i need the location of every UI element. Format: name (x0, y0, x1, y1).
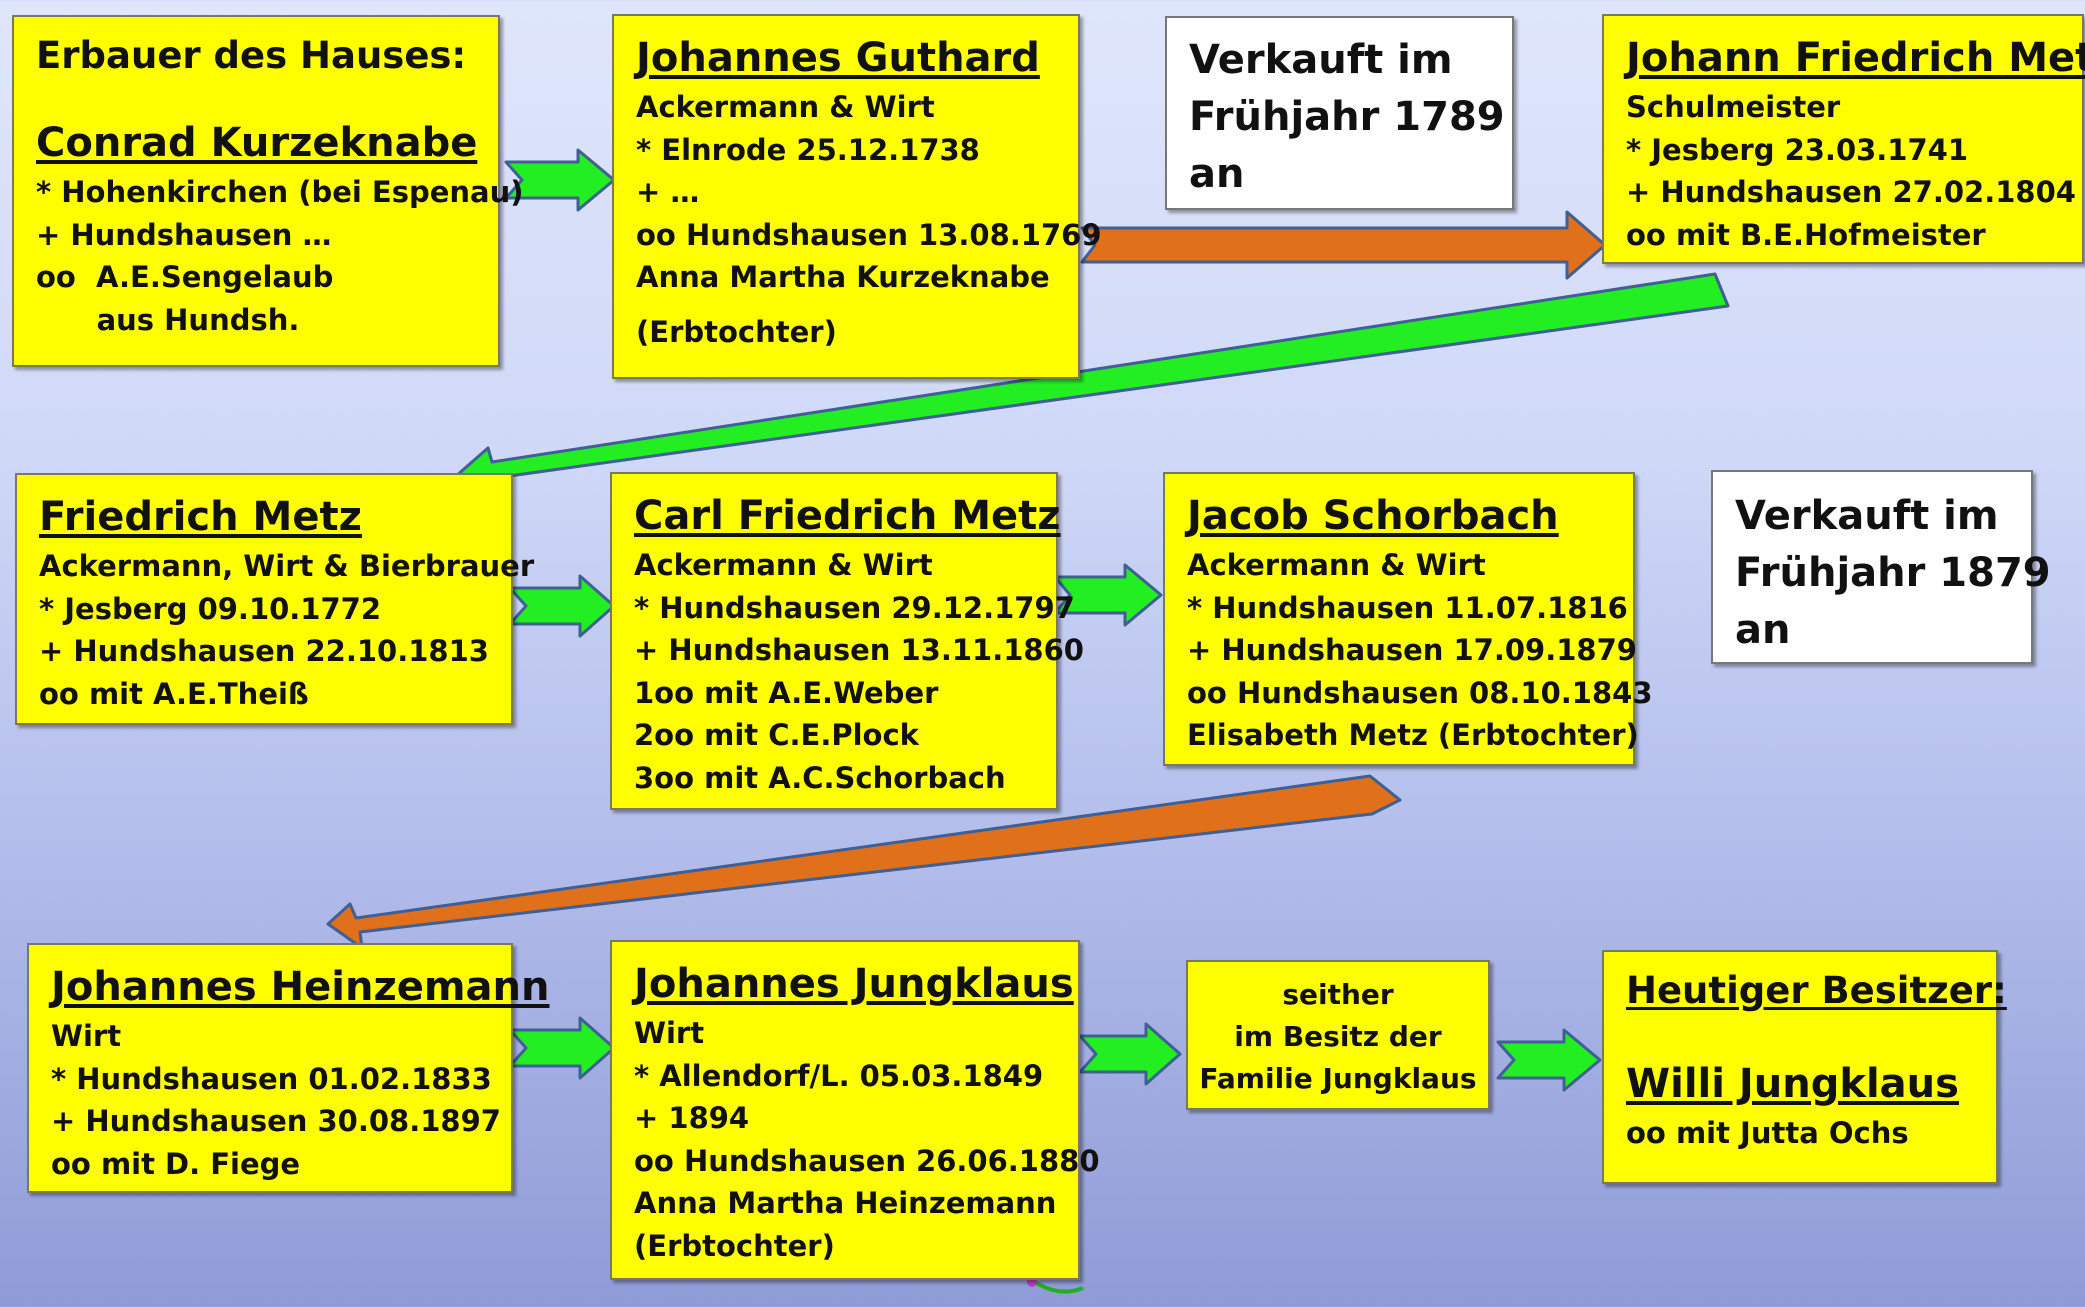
owner-detail-line: + Hundshausen 27.02.1804 (1626, 175, 2076, 209)
owner-box-johann-friedrich-metz: Johann Friedrich Metz Schulmeister * Jes… (1602, 14, 2085, 264)
owner-box-carl-friedrich-metz: Carl Friedrich Metz Ackermann & Wirt * H… (610, 472, 1084, 810)
owner-name: Jacob Schorbach (1187, 493, 1559, 539)
owner-detail-line: oo mit B.E.Hofmeister (1626, 217, 1986, 252)
owner-detail-line: oo Hundshausen 08.10.1843 (1187, 675, 1653, 710)
owner-name: Johannes Heinzemann (51, 964, 550, 1010)
owner-box-conrad-kurzeknabe: Erbauer des Hauses: Conrad Kurzeknabe * … (12, 15, 524, 367)
owner-detail-line: oo mit D. Fiege (51, 1146, 301, 1181)
owner-detail-line: 3oo mit A.C.Schorbach (634, 760, 1006, 795)
owner-detail-line: * Elnrode 25.12.1738 (636, 132, 980, 167)
arrow-inherit-family-current (1496, 1028, 1602, 1092)
owner-detail-line: * Hundshausen 11.07.1816 (1187, 590, 1628, 625)
owner-detail-line: Ackermann & Wirt (636, 90, 935, 124)
owner-detail-line: (Erbtochter) (636, 314, 837, 349)
owner-box-jacob-schorbach: Jacob Schorbach Ackermann & Wirt * Hunds… (1163, 472, 1653, 766)
family-note-line: im Besitz der (1234, 1020, 1442, 1053)
arrow-inherit-jungklaus-family (1078, 1022, 1182, 1086)
owner-name: Willi Jungklaus (1626, 1061, 1959, 1107)
owner-detail-line: + … (636, 175, 700, 209)
owner-box-friedrich-metz: Friedrich Metz Ackermann, Wirt & Bierbra… (15, 473, 535, 725)
owner-detail-line: Elisabeth Metz (Erbtochter) (1187, 718, 1639, 752)
owner-detail-line: 1oo mit A.E.Weber (634, 675, 939, 710)
owner-detail-line: Wirt (51, 1019, 122, 1053)
owner-name: Conrad Kurzeknabe (36, 120, 478, 166)
owner-detail-line: Ackermann & Wirt (634, 548, 933, 582)
owner-detail-line: (Erbtochter) (634, 1228, 835, 1263)
sale-note-1789: Verkauft im Frühjahr 1789 an (1165, 16, 1514, 210)
sale-note-line: Verkauft im (1189, 37, 1453, 83)
owner-detail-line: oo Hundshausen 26.06.1880 (634, 1143, 1100, 1178)
owner-box-johannes-heinzemann: Johannes Heinzemann Wirt * Hundshausen 0… (27, 943, 550, 1193)
owner-detail-line: Anna Martha Kurzeknabe (636, 260, 1050, 294)
sale-note-line: Verkauft im (1735, 493, 1999, 539)
owner-detail-line: aus Hundsh. (36, 302, 300, 337)
owner-detail-line: + 1894 (634, 1101, 750, 1135)
owner-detail-line: + Hundshausen 17.09.1879 (1187, 633, 1637, 667)
owner-detail-line: + Hundshausen … (36, 217, 332, 252)
owner-detail-line: oo mit Jutta Ochs (1626, 1116, 1909, 1150)
owner-detail-line: * Allendorf/L. 05.03.1849 (634, 1058, 1044, 1093)
family-note-line: Familie Jungklaus (1199, 1062, 1477, 1095)
owner-box-johannes-guthard: Johannes Guthard Ackermann & Wirt * Elnr… (612, 14, 1102, 379)
owner-detail-line: * Hundshausen 29.12.1797 (634, 590, 1075, 625)
owner-detail-line: oo A.E.Sengelaub (36, 260, 334, 294)
owner-detail-line: Anna Martha Heinzemann (634, 1186, 1057, 1220)
owner-detail-line: Wirt (634, 1016, 705, 1050)
owner-name: Carl Friedrich Metz (634, 493, 1061, 539)
arrow-inherit-kurzeknabe-guthard (504, 148, 616, 212)
arrow-inherit-cfmetz-schorbach (1053, 563, 1163, 627)
sale-note-1879: Verkauft im Frühjahr 1879 an (1711, 470, 2051, 664)
owner-name: Johannes Jungklaus (634, 961, 1074, 1007)
owner-detail-line: * Jesberg 09.10.1772 (39, 591, 382, 626)
owner-name: Johannes Guthard (636, 35, 1040, 81)
family-jungklaus-box: seither im Besitz der Familie Jungklaus (1186, 960, 1490, 1110)
sale-note-line: an (1735, 607, 1791, 653)
current-owner-box: Heutiger Besitzer: Willi Jungklaus oo mi… (1602, 950, 2007, 1184)
current-owner-header: Heutiger Besitzer: (1626, 969, 2007, 1012)
owner-detail-line: * Hohenkirchen (bei Espenau) (36, 175, 524, 209)
arrow-inherit-heinzemann-jungklaus (508, 1016, 616, 1080)
owner-box-johannes-jungklaus: Johannes Jungklaus Wirt * Allendorf/L. 0… (610, 940, 1100, 1280)
sale-note-line: Frühjahr 1789 (1189, 94, 1505, 140)
owner-detail-line: * Jesberg 23.03.1741 (1626, 132, 1969, 167)
arrow-inherit-fmetz-cfmetz (508, 574, 616, 638)
owner-detail-line: oo mit A.E.Theiß (39, 676, 309, 711)
owner-detail-line: oo Hundshausen 13.08.1769 (636, 217, 1102, 252)
sale-note-line: Frühjahr 1879 (1735, 550, 2051, 596)
owner-detail-line: Ackermann & Wirt (1187, 548, 1486, 582)
owner-detail-line: + Hundshausen 22.10.1813 (39, 634, 489, 668)
owner-detail-line: Schulmeister (1626, 90, 1841, 124)
builder-header: Erbauer des Hauses: (36, 34, 467, 77)
owner-name: Friedrich Metz (39, 494, 362, 540)
owner-detail-line: + Hundshausen 13.11.1860 (634, 633, 1084, 667)
family-note-line: seither (1282, 978, 1394, 1011)
arrow-sale-guthard-jfmetz (1080, 210, 1607, 280)
owner-detail-line: * Hundshausen 01.02.1833 (51, 1061, 492, 1096)
owner-detail-line: + Hundshausen 30.08.1897 (51, 1104, 501, 1138)
owner-detail-line: Ackermann, Wirt & Bierbrauer (39, 549, 535, 583)
owner-name: Johann Friedrich Metz (1626, 35, 2085, 81)
sale-note-line: an (1189, 151, 1245, 197)
owner-detail-line: 2oo mit C.E.Plock (634, 718, 919, 752)
